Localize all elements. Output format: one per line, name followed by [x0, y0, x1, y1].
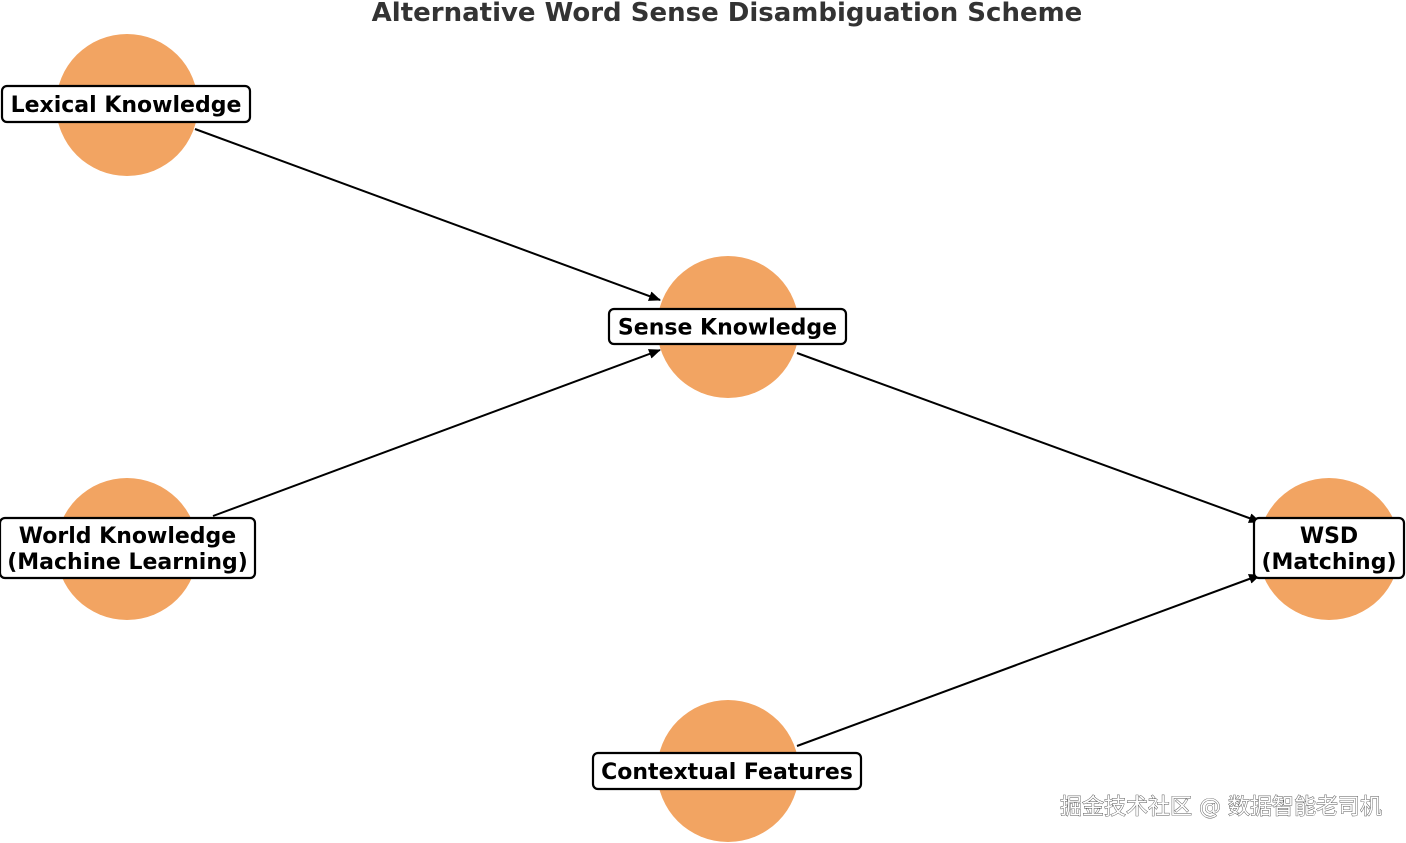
node-label-box-wsd: [1252, 516, 1406, 580]
node-label-box-contextual: [591, 751, 863, 791]
node-label-sense-line-0: Sense Knowledge: [618, 316, 837, 341]
edge-contextual-to-wsd: [796, 574, 1261, 747]
watermark-text: 掘金技术社区 @ 数据智能老司机: [1060, 795, 1382, 820]
node-label-world-line-1: (Machine Learning): [7, 550, 248, 575]
node-label-contextual-line-0: Contextual Features: [601, 760, 853, 785]
node-label-box-sense: [607, 307, 848, 346]
node-label-box-world: [0, 516, 257, 580]
edge-lexical-to-sense: [194, 128, 661, 301]
edges-layer: [194, 128, 1261, 747]
node-label-wsd-line-0: WSD: [1300, 524, 1358, 549]
node-label-world-line-0: World Knowledge: [19, 524, 236, 549]
node-contextual: Contextual Features: [591, 700, 863, 842]
node-world: World Knowledge(Machine Learning): [0, 478, 257, 620]
node-label-lexical-line-0: Lexical Knowledge: [11, 93, 242, 118]
node-sense: Sense Knowledge: [607, 256, 848, 398]
diagram-title: Alternative Word Sense Disambiguation Sc…: [372, 0, 1083, 28]
node-lexical: Lexical Knowledge: [0, 34, 252, 176]
node-label-box-lexical: [0, 84, 252, 124]
node-wsd: WSD(Matching): [1252, 478, 1406, 620]
edge-world-to-sense: [212, 349, 661, 517]
edge-sense-to-wsd: [796, 352, 1261, 523]
node-label-wsd-line-1: (Matching): [1261, 550, 1396, 575]
